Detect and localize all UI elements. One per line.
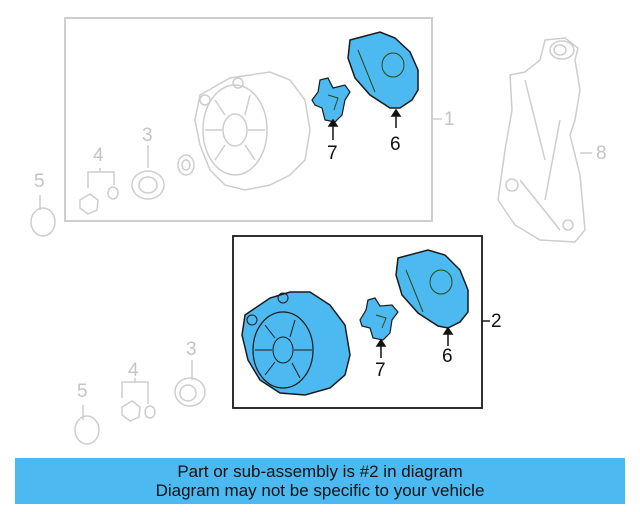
lower-small-parts-ghost — [74, 360, 206, 445]
callout-3-lower: 3 — [186, 339, 197, 360]
callout-8: 8 — [596, 143, 607, 164]
info-banner: Part or sub-assembly is #2 in diagram Di… — [15, 458, 625, 504]
callout-7-upper: 7 — [327, 143, 338, 164]
regulator-upper — [311, 77, 351, 123]
callout-7-lower: 7 — [375, 360, 386, 381]
callout-6-upper: 6 — [390, 134, 401, 155]
lower-group-box — [232, 235, 490, 409]
callout-5-lower: 5 — [77, 381, 88, 402]
bracket-ghost — [497, 37, 592, 243]
alternator-ghost — [194, 71, 311, 191]
regulator-lower — [359, 297, 399, 341]
rear-cover-lower — [395, 249, 469, 329]
callout-4-upper: 4 — [93, 145, 104, 166]
lower-arrows — [375, 326, 454, 358]
callout-3-upper: 3 — [142, 125, 153, 146]
upper-arrows — [327, 108, 402, 140]
banner-line-2: Diagram may not be specific to your vehi… — [155, 481, 485, 500]
callout-6-lower: 6 — [442, 346, 453, 367]
callout-4-lower: 4 — [128, 360, 139, 381]
alternator-lower — [241, 291, 351, 396]
callout-5-upper: 5 — [34, 171, 45, 192]
banner-line-1: Part or sub-assembly is #2 in diagram — [177, 462, 463, 481]
callout-1: 1 — [444, 109, 455, 130]
upper-group-box — [64, 17, 442, 222]
rear-cover-upper — [347, 31, 419, 109]
upper-small-parts-ghost — [30, 145, 195, 237]
callout-2: 2 — [491, 311, 502, 332]
